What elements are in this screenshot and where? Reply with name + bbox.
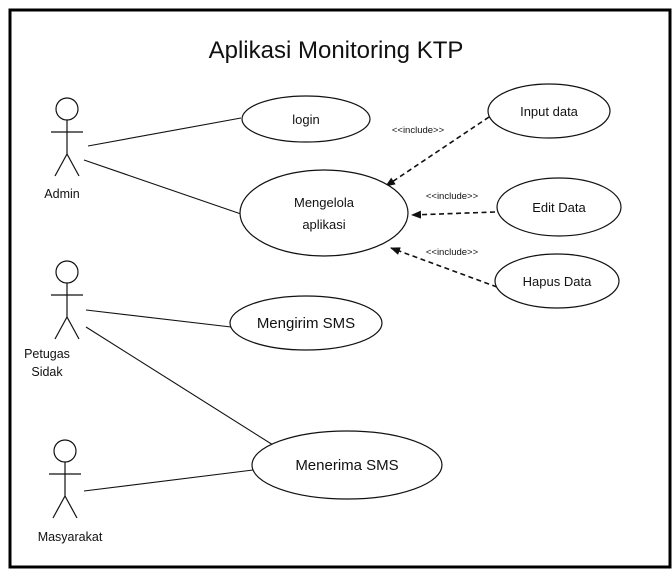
use-case-ellipse: [229, 295, 383, 351]
use-case-mengelola: Mengelola aplikasi: [239, 169, 409, 257]
actor-icon: [49, 439, 81, 519]
use-case-label: Mengirim SMS: [257, 315, 355, 332]
use-case-hapus: Hapus Data: [494, 253, 620, 309]
use-case-label: aplikasi: [302, 217, 345, 232]
association-masyarakat-menerima: [83, 469, 254, 492]
use-case-edit: Edit Data: [496, 177, 622, 237]
association-lines: [83, 117, 282, 492]
use-case-input: Input data: [487, 83, 611, 139]
use-case-ellipse: [496, 177, 622, 237]
include-label-input: <<include>>: [392, 125, 445, 136]
association-admin-mengelola: [83, 159, 242, 215]
include-relations: <<include>> <<include>> <<include>>: [385, 116, 498, 288]
actor-label: Petugas: [24, 347, 70, 361]
actor-admin: Admin: [44, 97, 83, 201]
use-case-ellipse: [487, 83, 611, 139]
use-case-label: Edit Data: [532, 200, 586, 215]
use-case-label: Input data: [520, 104, 579, 119]
use-case-mengirim: Mengirim SMS: [229, 295, 383, 351]
use-case-label: Hapus Data: [523, 274, 592, 289]
actor-icon: [51, 260, 83, 340]
actor-label: Admin: [44, 187, 79, 201]
association-admin-login: [87, 117, 242, 147]
include-arrow-input: [385, 116, 490, 187]
actor-masyarakat: Masyarakat: [38, 439, 103, 544]
actor-label: Masyarakat: [38, 530, 103, 544]
include-label-edit: <<include>>: [426, 191, 479, 202]
association-petugas-menerima: [85, 326, 282, 451]
use-case-ellipse: [251, 430, 443, 500]
include-arrow-edit: [411, 210, 496, 219]
use-case-ellipse: [239, 169, 409, 257]
use-case-ellipse: [494, 253, 620, 309]
association-petugas-mengirim: [85, 309, 232, 328]
diagram-title: Aplikasi Monitoring KTP: [209, 37, 464, 64]
use-case-label: Menerima SMS: [295, 457, 398, 474]
use-case-ellipse: [241, 95, 371, 143]
use-case-menerima: Menerima SMS: [251, 430, 443, 500]
use-case-label: Mengelola: [294, 195, 355, 210]
actor-icon: [51, 97, 83, 177]
include-label-hapus: <<include>>: [426, 247, 479, 258]
use-case-label: login: [292, 112, 319, 127]
actor-label: Sidak: [31, 365, 63, 379]
use-case-login: login: [241, 95, 371, 143]
include-arrow-hapus: [390, 247, 498, 288]
